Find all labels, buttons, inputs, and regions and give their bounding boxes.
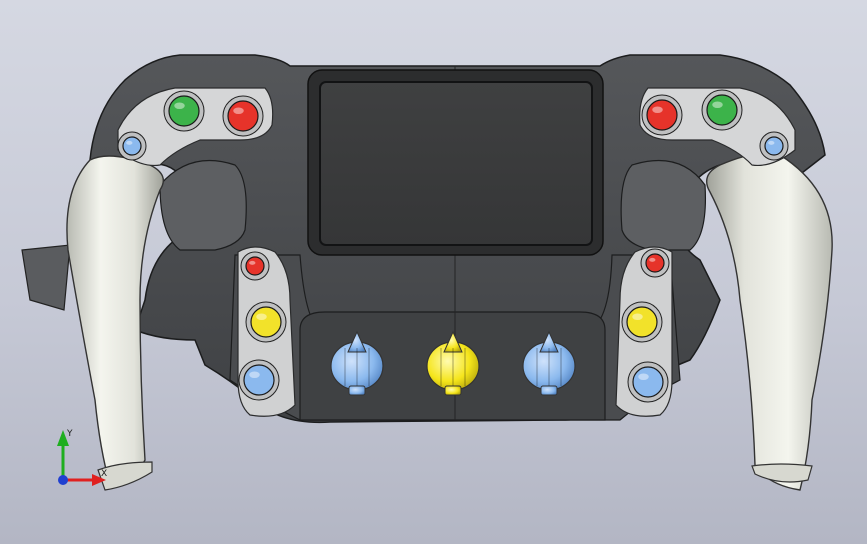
- left-button-6-blue[interactable]: [243, 364, 275, 396]
- rotary-knob-3-base: [540, 385, 558, 396]
- right-button-1-red-highlight: [652, 106, 663, 114]
- left-button-1-green-highlight: [174, 102, 185, 110]
- left-button-3-blue[interactable]: [122, 136, 142, 156]
- display-screen: [319, 81, 593, 246]
- rotary-knob-group[interactable]: [330, 330, 576, 396]
- y-axis-arrow: [57, 430, 69, 446]
- left-button-4-red[interactable]: [245, 256, 265, 276]
- rotary-knob-1-base: [348, 385, 366, 396]
- right-grip-end: [751, 463, 813, 483]
- right-button-1-red[interactable]: [646, 99, 678, 131]
- left-button-2-red-highlight: [233, 107, 244, 115]
- right-button-6-blue-highlight: [638, 373, 649, 381]
- rotary-knob-2-base: [444, 385, 462, 396]
- x-axis-arrow: [92, 474, 106, 486]
- right-button-5-yellow-highlight: [632, 313, 643, 321]
- left-button-5-yellow-highlight: [256, 313, 267, 321]
- right-button-4-red-highlight: [649, 257, 656, 262]
- x-axis-label: X: [101, 469, 107, 479]
- left-flap: [21, 244, 71, 311]
- left-button-5-yellow[interactable]: [250, 306, 282, 338]
- left-button-4-red-highlight: [249, 260, 256, 265]
- right-button-3-blue[interactable]: [764, 136, 784, 156]
- right-button-2-green[interactable]: [706, 94, 738, 126]
- right-grip[interactable]: [706, 152, 833, 491]
- y-axis-label: Y: [66, 429, 73, 439]
- right-button-4-red[interactable]: [645, 253, 665, 273]
- right-button-3-blue-highlight: [768, 140, 775, 145]
- button-group[interactable]: [117, 89, 789, 403]
- left-button-6-blue-highlight: [249, 371, 260, 379]
- left-grip-end: [97, 461, 153, 491]
- right-button-6-blue[interactable]: [632, 366, 664, 398]
- right-button-2-green-highlight: [712, 101, 723, 109]
- rotary-knob-3-pointer: [539, 330, 559, 353]
- right-button-5-yellow[interactable]: [626, 306, 658, 338]
- left-button-1-green[interactable]: [168, 95, 200, 127]
- right-hand-opening: [620, 159, 707, 251]
- axis-triad: Y X: [57, 429, 107, 486]
- left-button-3-blue-highlight: [126, 140, 133, 145]
- rotary-knob-2-pointer: [443, 330, 463, 353]
- z-axis-dot: [58, 475, 68, 485]
- rotary-knob-1-pointer: [347, 330, 367, 353]
- left-hand-opening: [159, 159, 247, 251]
- left-grip[interactable]: [66, 155, 164, 486]
- left-button-2-red[interactable]: [227, 100, 259, 132]
